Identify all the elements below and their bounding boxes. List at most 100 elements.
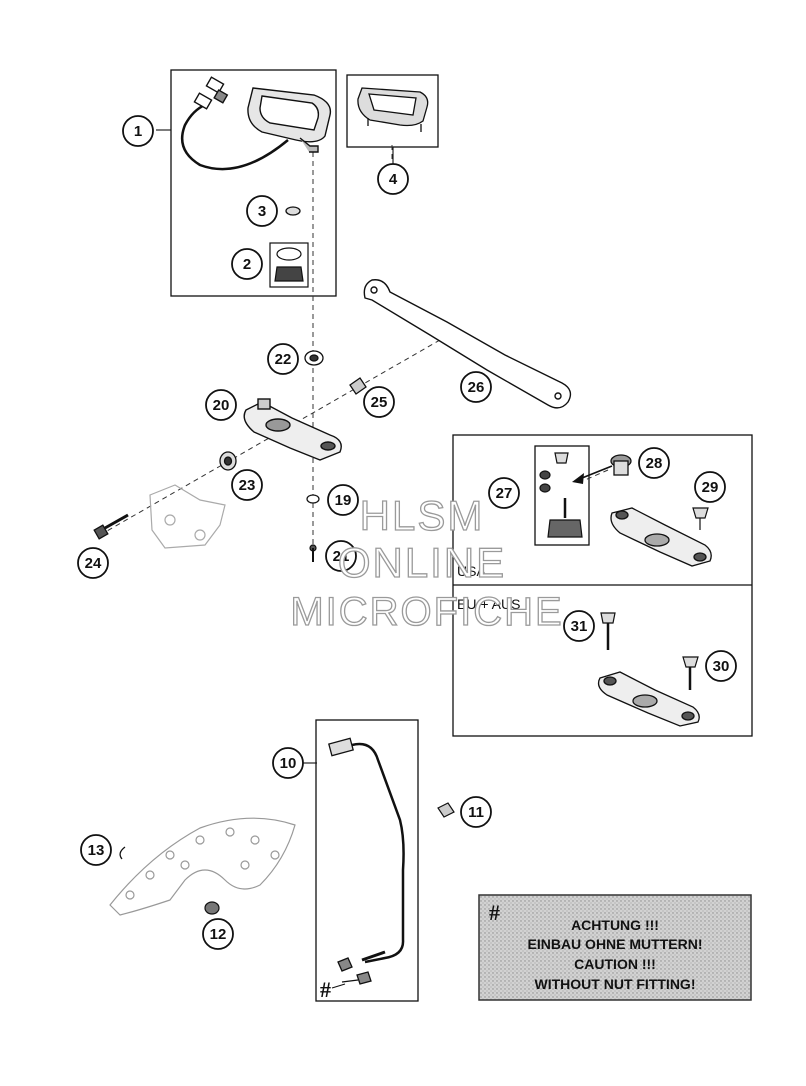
callout-31: 31 (563, 610, 595, 642)
assembly-lines (99, 145, 609, 545)
callout-circle (460, 796, 492, 828)
seal-kit-part (269, 242, 309, 288)
callout-circle (80, 834, 112, 866)
watermark-line-2: ONLINE (338, 539, 506, 586)
callout-25: 25 (363, 386, 395, 418)
warning-line-4: WITHOUT NUT FITTING! (535, 976, 696, 992)
callout-number: 2 (243, 256, 251, 273)
callout-19: 19 (327, 484, 359, 516)
callout-circle (205, 389, 237, 421)
callout-number: 29 (702, 479, 719, 496)
callout-circle (377, 163, 409, 195)
callout-leaders (156, 129, 394, 764)
callout-12: 12 (202, 918, 234, 950)
callout-number: 28 (646, 455, 663, 472)
warning-line-1: ACHTUNG !!! (571, 917, 659, 933)
callout-circle (231, 248, 263, 280)
bolt-29 (692, 507, 709, 530)
callout-1: 1 (122, 115, 154, 147)
callout-4: 4 (377, 163, 409, 195)
callout-number: 19 (335, 492, 352, 509)
sensor-cable-box (315, 719, 419, 1002)
callout-circle (267, 343, 299, 375)
callout-27: 27 (488, 477, 520, 509)
variant-label-usa: USA (457, 563, 486, 579)
callout-circle (638, 447, 670, 479)
callout-circle (122, 115, 154, 147)
spacers (219, 350, 367, 471)
callout-number: 23 (239, 477, 256, 494)
plate-usa (610, 507, 712, 567)
callout-number: 12 (210, 926, 227, 943)
callout-2: 2 (231, 248, 263, 280)
callout-number: 4 (389, 171, 398, 188)
mount-bracket-ghost (149, 484, 226, 549)
callout-number: 30 (713, 658, 730, 675)
bolt-kit-box (534, 445, 590, 546)
brake-disc-ghost (109, 817, 296, 916)
watermark: HLSM ONLINE MICROFICHE (290, 491, 563, 634)
callout-3: 3 (246, 195, 278, 227)
sensor-cable-part (328, 737, 405, 985)
hash-marker: # (320, 977, 331, 1002)
callout-circle (563, 610, 595, 642)
washer-19 (306, 494, 320, 504)
plug-part (285, 206, 301, 216)
plate-eu-aus (597, 671, 700, 727)
warning-line-3: CAUTION !!! (574, 956, 656, 972)
nut-12 (204, 901, 220, 915)
bolt-24 (93, 513, 129, 540)
callout-21: 21 (325, 540, 357, 572)
callout-23: 23 (231, 469, 263, 501)
callout-20: 20 (205, 389, 237, 421)
callout-26: 26 (460, 371, 492, 403)
callout-22: 22 (267, 343, 299, 375)
display-unit-part (357, 87, 429, 132)
callout-number: 25 (371, 394, 388, 411)
callout-circle (327, 484, 359, 516)
callout-number: 13 (88, 842, 105, 859)
callout-circle (460, 371, 492, 403)
bolt-31 (600, 612, 616, 650)
callout-10: 10 (272, 747, 304, 779)
callout-number: 11 (468, 804, 484, 821)
holder-plate-part (243, 398, 342, 461)
callout-circle (246, 195, 278, 227)
callout-circle (272, 747, 304, 779)
arrow-head-28 (572, 473, 584, 484)
callout-30: 30 (705, 650, 737, 682)
callout-13: 13 (80, 834, 112, 866)
callout-circle (202, 918, 234, 950)
callout-circle (77, 547, 109, 579)
speedometer-part (180, 76, 332, 171)
callout-circle (488, 477, 520, 509)
callout-circle (231, 469, 263, 501)
warning-line-2: EINBAU OHNE MUTTERN! (528, 936, 703, 952)
callout-number: 1 (134, 123, 142, 140)
screw-21 (309, 544, 317, 562)
variant-label-eu-aus: EU + AUS (457, 596, 520, 612)
callout-28: 28 (638, 447, 670, 479)
hash-leader (331, 983, 346, 989)
callout-circle (325, 540, 357, 572)
bolt-kit-part (539, 452, 583, 538)
callout-number: 27 (496, 485, 513, 502)
callout-29: 29 (694, 471, 726, 503)
callout-circle (363, 386, 395, 418)
callout-circle (694, 471, 726, 503)
callout-number: 24 (85, 555, 102, 572)
bracket-arm-part (363, 279, 572, 409)
bolt-30 (682, 656, 699, 690)
callout-circle (705, 650, 737, 682)
callout-24: 24 (77, 547, 109, 579)
callout-number: 26 (468, 379, 485, 396)
callout-number: 21 (333, 548, 350, 565)
cap-bolt-28 (610, 454, 632, 476)
watermark-line-3: MICROFICHE (290, 590, 563, 634)
clip-11 (437, 802, 455, 818)
callout-number: 20 (213, 397, 230, 414)
callout-11: 11 (460, 796, 492, 828)
callout-number: 31 (571, 618, 588, 635)
